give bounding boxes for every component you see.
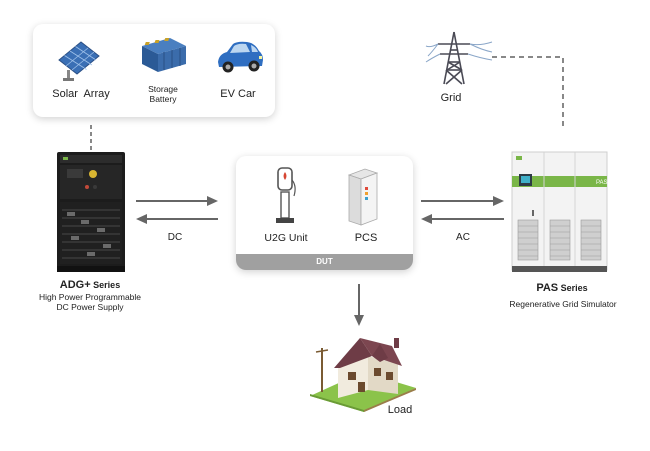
dut-footer: DUT [236,254,413,270]
ac-arrow-left [421,214,504,224]
pas-series: Series [558,283,588,293]
ac-arrow-right [421,196,504,206]
pas-desc: Regenerative Grid Simulator [509,299,617,309]
pcs-label: PCS [354,232,378,244]
storage-battery-label-2: Battery [149,94,177,104]
dashed-connector-grid [492,56,564,130]
load-house-icon [310,338,416,412]
pas-panel-text: PAS [596,180,608,186]
pas-grid-simulator-icon: PAS [511,151,608,272]
dc-label: DC [167,232,183,243]
dc-arrow-left [136,214,218,224]
load-arrow-down [354,284,364,326]
dut-card: U2G Unit PCS DUT [236,156,413,270]
pas-name: PAS [536,282,559,294]
ac-label: AC [456,232,470,243]
solar-panel-icon [58,41,100,81]
pcs-icon [347,168,379,226]
storage-battery-label-1: Storage [148,84,178,94]
dut-footer-label: DUT [316,257,333,266]
grid-tower-icon [425,31,493,85]
ev-car-icon [218,41,263,73]
adg-desc-1: High Power Programmable [38,292,142,302]
pas-title: PAS Series [512,282,612,294]
ev-car-label: EV Car [220,88,256,100]
dc-arrow-right [136,196,218,206]
adg-series: Series [90,280,121,290]
adg-title: ADG+ Series [40,279,140,291]
u2g-unit-icon [276,167,296,223]
sources-card: Solar Array Storage Battery EV Car [33,24,275,117]
load-label: Load [387,404,413,416]
adg-desc-2: DC Power Supply [56,302,124,312]
grid-label: Grid [440,92,462,104]
adg-power-supply-icon [57,152,125,272]
u2g-unit-label: U2G Unit [264,232,308,244]
solar-array-label: Solar Array [52,88,110,100]
adg-name: ADG+ [59,279,91,291]
storage-battery-icon [142,38,186,72]
